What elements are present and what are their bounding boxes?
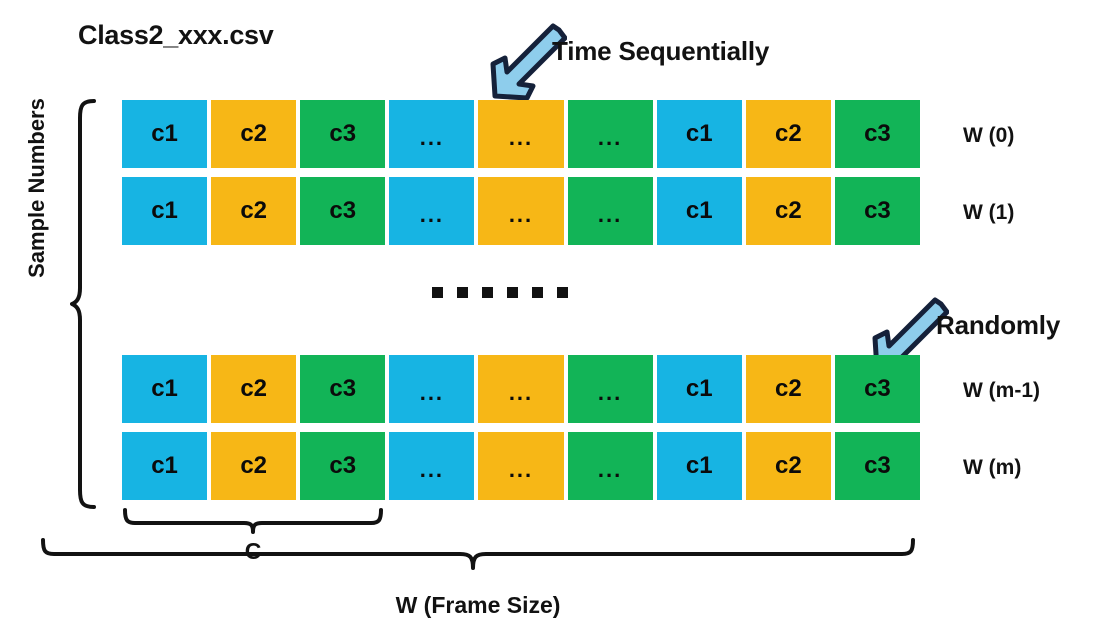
page-title: Class2_xxx.csv (78, 20, 274, 50)
grid-cell: c1 (656, 100, 742, 168)
grid-cell: ... (567, 355, 653, 423)
grid-cell: c2 (211, 432, 297, 500)
grid-cell: ... (567, 432, 653, 500)
row-label: W (m) (963, 456, 1022, 479)
grid-cell: c2 (745, 355, 831, 423)
dot (432, 287, 443, 298)
grid-cell: ... (389, 100, 475, 168)
grid-cell: c1 (122, 355, 208, 423)
grid-cell: c3 (834, 355, 920, 423)
grid-cell: ... (478, 177, 564, 245)
label-randomly: Randomly (936, 310, 1061, 340)
label-w-frame-size: W (Frame Size) (395, 592, 561, 618)
grid-cell: c1 (122, 432, 208, 500)
grid-cell: ... (567, 177, 653, 245)
dot (532, 287, 543, 298)
vertical-ellipsis-dots (432, 287, 568, 298)
grid-cell: c3 (300, 355, 386, 423)
table-row: c1 c2 c3 ... ... ... c1 c2 c3 (122, 355, 920, 423)
grid-cell: ... (567, 100, 653, 168)
dot (507, 287, 518, 298)
row-label: W (m-1) (963, 379, 1040, 402)
dot (457, 287, 468, 298)
grid-cell: c3 (834, 177, 920, 245)
grid-cell: c2 (745, 177, 831, 245)
row-label: W (0) (963, 124, 1015, 147)
label-time-sequentially: Time Sequentially (552, 36, 770, 66)
grid-cell: c2 (211, 100, 297, 168)
grid-cell: c3 (834, 432, 920, 500)
grid-cell: ... (478, 100, 564, 168)
grid-cell: ... (478, 432, 564, 500)
grid-cell: c1 (122, 100, 208, 168)
label-sample-numbers: Sample Numbers (24, 98, 49, 278)
grid-cell: ... (389, 432, 475, 500)
arrow-down-left-icon (490, 23, 567, 101)
table-row: c1 c2 c3 ... ... ... c1 c2 c3 (122, 177, 920, 245)
grid-cell: c1 (656, 432, 742, 500)
grid-cell: c3 (834, 100, 920, 168)
grid-cell: c3 (300, 100, 386, 168)
label-c: C (244, 538, 262, 564)
grid-cell: c1 (656, 355, 742, 423)
grid-cell: c2 (745, 432, 831, 500)
bottom-brace-c (123, 508, 383, 534)
grid-cell: c3 (300, 432, 386, 500)
grid-cell: ... (389, 177, 475, 245)
grid-cell: c1 (122, 177, 208, 245)
grid-cell: c2 (211, 177, 297, 245)
table-row: c1 c2 c3 ... ... ... c1 c2 c3 (122, 432, 920, 500)
grid-cell: c1 (656, 177, 742, 245)
left-curly-brace (70, 99, 96, 509)
row-label: W (1) (963, 201, 1015, 224)
grid-cell: ... (389, 355, 475, 423)
grid-cell: c2 (211, 355, 297, 423)
dot (557, 287, 568, 298)
dot (482, 287, 493, 298)
grid-cell: ... (478, 355, 564, 423)
grid-cell: c2 (745, 100, 831, 168)
grid-cell: c3 (300, 177, 386, 245)
table-row: c1 c2 c3 ... ... ... c1 c2 c3 (122, 100, 920, 168)
bottom-brace-w (41, 538, 915, 570)
